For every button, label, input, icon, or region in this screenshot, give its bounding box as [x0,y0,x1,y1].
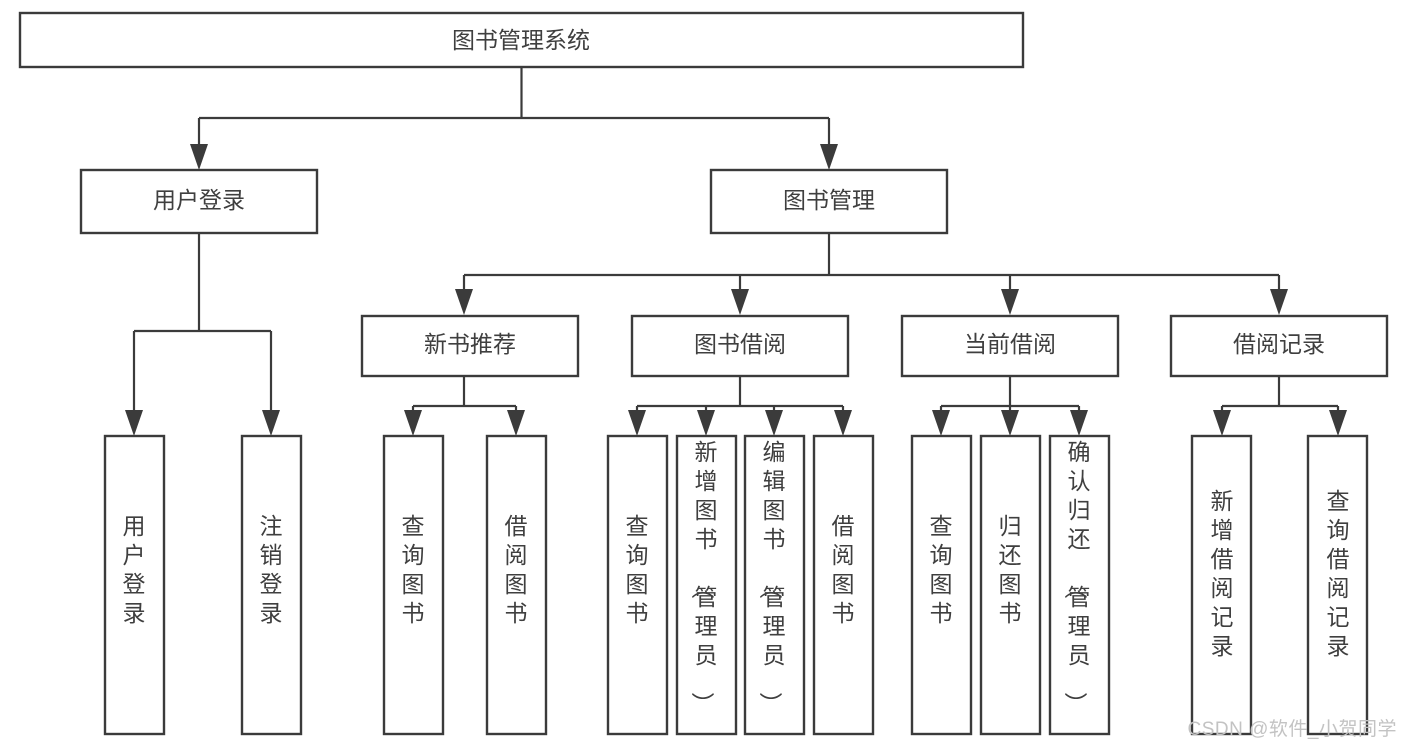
node-leaf-borrow-book-2-box[interactable] [812,434,875,736]
node-login-label: 用户登录 [153,187,245,213]
node-leaf-return-book[interactable]: 归还图书 [979,434,1042,736]
connector-group-login [125,233,280,436]
node-leaf-query-book-2-label: 查询图书 [626,513,649,626]
node-leaf-query-book-2[interactable]: 查询图书 [606,434,669,736]
arrowhead-current [1001,289,1019,315]
connector-group-bookmgmt [455,233,1288,315]
node-leaf-borrow-book-1-box[interactable] [485,434,548,736]
node-leaf-query-book-3-box[interactable] [910,434,973,736]
node-current[interactable]: 当前借阅 [900,314,1120,378]
connector-group-root [190,67,838,170]
node-leaf-logout[interactable]: 注销登录 [240,434,303,736]
node-leaf-confirm-return-label: 确认归还（管理员） [1063,439,1091,715]
node-leaf-edit-book[interactable]: 编辑图书（管理员） [743,434,806,736]
node-leaf-query-book-3-label: 查询图书 [930,513,953,626]
node-leaf-borrow-book-2-label: 借阅图书 [832,513,855,626]
node-root-box[interactable] [18,11,1025,69]
node-records-label: 借阅记录 [1233,331,1325,357]
node-current-label: 当前借阅 [964,331,1056,357]
node-leaf-borrow-book-2[interactable]: 借阅图书 [812,434,875,736]
arrowhead-bookmgmt [820,144,838,170]
arrowhead-leaf-return-book [1001,410,1019,436]
node-root-label: 图书管理系统 [452,27,590,53]
connector-group-records [1213,376,1347,436]
node-records[interactable]: 借阅记录 [1169,314,1389,378]
node-leaf-logout-box[interactable] [240,434,303,736]
node-newbook-box[interactable] [360,314,580,378]
node-login-box[interactable] [79,168,319,235]
node-leaf-user-login-box[interactable] [103,434,166,736]
node-leaf-borrow-book-1[interactable]: 借阅图书 [485,434,548,736]
node-leaf-query-book-1-box[interactable] [382,434,445,736]
arrowhead-borrow [731,289,749,315]
node-leaf-add-book-label: 新增图书（管理员） [690,439,718,715]
arrowhead-leaf-query-book-2 [628,410,646,436]
connector-group-newbook [404,376,525,436]
node-leaf-user-login-label: 用户登录 [123,513,146,626]
node-leaf-add-book-box[interactable] [675,434,738,736]
connector-group-current [932,376,1088,436]
arrowhead-leaf-edit-book [765,410,783,436]
node-bookmgmt-box[interactable] [709,168,949,235]
node-leaf-return-book-box[interactable] [979,434,1042,736]
node-leaf-query-record-box[interactable] [1306,434,1369,736]
arrowhead-leaf-query-book-1 [404,410,422,436]
node-leaf-confirm-return[interactable]: 确认归还（管理员） [1048,434,1111,736]
node-leaf-edit-book-box[interactable] [743,434,806,736]
node-login[interactable]: 用户登录 [79,168,319,235]
node-leaf-logout-label: 注销登录 [260,513,283,626]
node-leaf-query-book-3[interactable]: 查询图书 [910,434,973,736]
node-leaf-borrow-book-1-label: 借阅图书 [505,513,528,626]
node-leaf-add-record[interactable]: 新增借阅记录 [1190,434,1253,736]
node-leaf-edit-book-label: 编辑图书（管理员） [758,439,786,715]
arrowhead-leaf-logout [262,410,280,436]
node-borrow-box[interactable] [630,314,850,378]
node-newbook[interactable]: 新书推荐 [360,314,580,378]
arrowhead-newbook [455,289,473,315]
node-records-box[interactable] [1169,314,1389,378]
node-borrow-label: 图书借阅 [694,331,786,357]
node-bookmgmt[interactable]: 图书管理 [709,168,949,235]
arrowhead-records [1270,289,1288,315]
arrowhead-login [190,144,208,170]
node-leaf-return-book-label: 归还图书 [999,513,1022,626]
node-leaf-query-record-label: 查询借阅记录 [1327,488,1350,659]
node-leaf-query-book-1-label: 查询图书 [402,513,425,626]
node-leaf-confirm-return-box[interactable] [1048,434,1111,736]
arrowhead-leaf-add-record [1213,410,1231,436]
node-leaf-add-book[interactable]: 新增图书（管理员） [675,434,738,736]
node-leaf-add-record-label: 新增借阅记录 [1211,488,1234,659]
node-leaf-add-record-box[interactable] [1190,434,1253,736]
node-newbook-label: 新书推荐 [424,331,516,357]
arrowhead-leaf-query-record [1329,410,1347,436]
arrowhead-leaf-add-book [697,410,715,436]
node-leaf-query-book-2-box[interactable] [606,434,669,736]
node-root[interactable]: 图书管理系统 [18,11,1025,69]
connector-group-borrow [628,376,852,436]
node-leaf-query-record[interactable]: 查询借阅记录 [1306,434,1369,736]
node-leaf-query-book-1[interactable]: 查询图书 [382,434,445,736]
arrowhead-leaf-borrow-book-1 [507,410,525,436]
arrowhead-leaf-user-login [125,410,143,436]
node-leaf-user-login[interactable]: 用户登录 [103,434,166,736]
arrowhead-leaf-query-book-3 [932,410,950,436]
node-bookmgmt-label: 图书管理 [783,187,875,213]
node-current-box[interactable] [900,314,1120,378]
node-borrow[interactable]: 图书借阅 [630,314,850,378]
arrowhead-leaf-confirm-return [1070,410,1088,436]
arrowhead-leaf-borrow-book-2 [834,410,852,436]
